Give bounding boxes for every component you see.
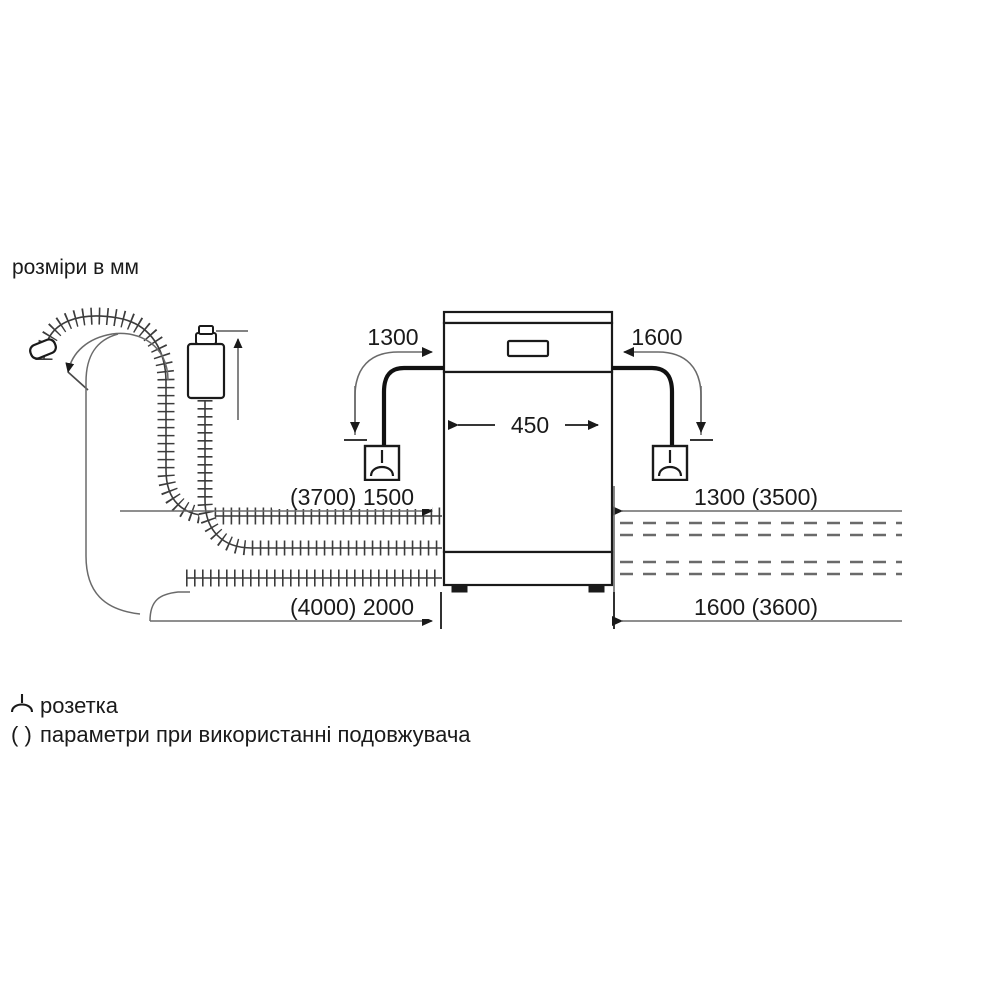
- socket-right: [651, 444, 689, 482]
- dimension-drain-left-bottom: (4000) 2000: [85, 333, 442, 629]
- legend-socket-label: розетка: [40, 693, 119, 718]
- aquastop-valve: [186, 325, 226, 400]
- supply-hose-aquastop-edge: [204, 400, 442, 549]
- aquastop-body: [186, 342, 226, 400]
- socket-symbol-icon: [10, 694, 34, 713]
- legend-paren-symbol: ( ): [11, 722, 32, 747]
- dimension-drain-left-bottom-backing: [272, 591, 432, 619]
- dimension-drain-left-mid-backing: [272, 481, 432, 509]
- power-cord-right: [612, 365, 675, 448]
- aquastop-height-indicator: [216, 330, 248, 420]
- drain-hose-assembly: [29, 307, 442, 587]
- dimension-supply-right-bottom-backing: [626, 591, 786, 619]
- appliance-foot-left: [451, 584, 468, 593]
- dimension-supply-right-mid: 1300 (3500): [612, 481, 902, 592]
- socket-left: [363, 444, 401, 482]
- dimension-cord-left-top: 1300: [344, 324, 433, 441]
- appliance-foot-right: [588, 584, 605, 593]
- aquastop-connector: [198, 325, 214, 335]
- dishwasher-body: 450: [442, 310, 614, 593]
- legend-socket-arc: [10, 703, 34, 713]
- dimension-supply-right-mid-backing: [626, 481, 786, 509]
- supply-hoses-right: [620, 521, 902, 576]
- dimension-drain-left-mid-label: (3700) 1500: [290, 484, 414, 510]
- drain-hose-end-cap: [29, 338, 57, 360]
- hose-end-leader: [67, 371, 89, 391]
- dimension-supply-right-bottom-label: 1600 (3600): [694, 594, 818, 620]
- supply-hose-aquastop-fill: [197, 400, 442, 556]
- legend-paren-label: параметри при використанні подовжувача: [40, 722, 471, 747]
- hose-end-curve-arrow: [65, 332, 169, 381]
- legend: розетка ( ) параметри при використанні п…: [10, 693, 471, 747]
- units-note: розміри в мм: [12, 256, 139, 279]
- socket-right-arc: [657, 465, 683, 477]
- dimension-supply-right-mid-label: 1300 (3500): [694, 484, 818, 510]
- dimension-cord-right-top-curve: [623, 347, 702, 435]
- supply-hose-aquastop-corrugation: [197, 400, 442, 556]
- power-cords: [381, 365, 675, 448]
- drain-hose-upper-edge-a: [43, 315, 442, 517]
- dimension-supply-right-bottom: 1600 (3600): [612, 591, 902, 629]
- power-cord-left: [381, 365, 444, 448]
- socket-left-arc: [369, 465, 395, 477]
- appliance-top-cap: [442, 310, 614, 325]
- appliance-handle: [506, 339, 550, 358]
- appliance-plinth: [442, 550, 614, 587]
- appliance-door: [442, 370, 614, 554]
- width-dimension-label: 450: [511, 412, 549, 438]
- drain-hose-end: [29, 338, 57, 360]
- dimension-cord-right-top: 1600: [623, 324, 713, 441]
- dimension-cord-left-top-curve: [354, 347, 433, 435]
- dimension-drain-left-mid: (3700) 1500: [120, 481, 433, 516]
- dimension-cord-left-top-label: 1300: [367, 324, 418, 350]
- dimension-drain-left-bottom-label: (4000) 2000: [290, 594, 414, 620]
- dimension-cord-right-top-label: 1600: [631, 324, 682, 350]
- width-label-backing: [495, 408, 565, 442]
- dimension-drain-left-bottom-leader: [149, 591, 190, 622]
- drain-hose-outer-guide: [85, 333, 141, 615]
- width-dimension: 450: [448, 408, 599, 442]
